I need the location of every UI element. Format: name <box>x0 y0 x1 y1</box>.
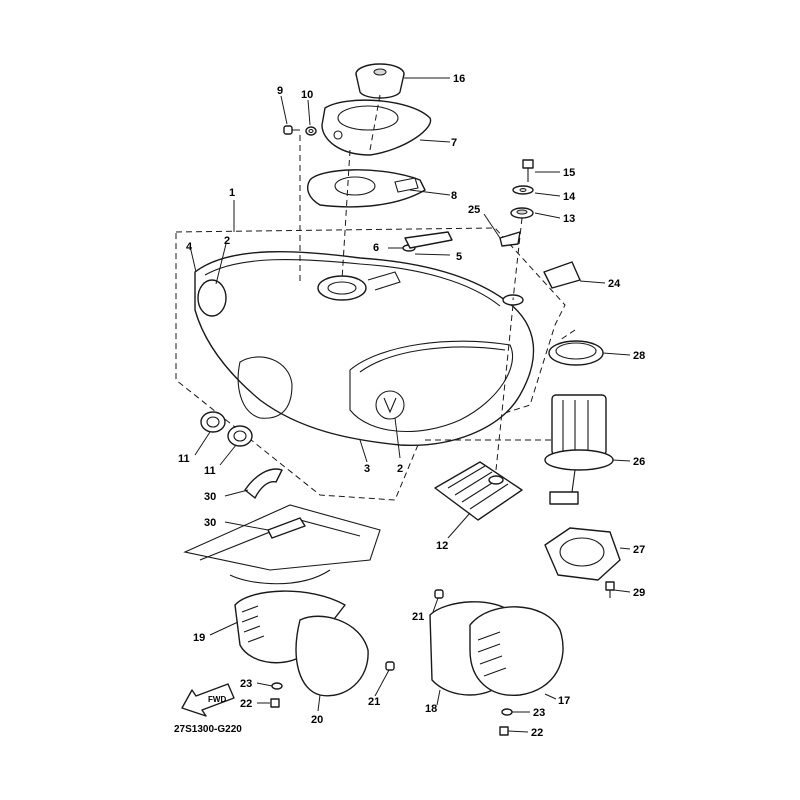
callout-6: 6 <box>373 242 379 254</box>
callout-26: 26 <box>633 456 645 468</box>
part-13-grommet <box>510 207 534 219</box>
part-14-washer <box>512 185 534 195</box>
callout-15: 15 <box>563 167 575 179</box>
callout-8: 8 <box>451 190 457 202</box>
part-19-left-housing <box>234 590 346 664</box>
callout-3: 3 <box>364 463 370 475</box>
callout-25: 25 <box>468 204 480 216</box>
part-25-pad <box>499 231 521 247</box>
callout-20: 20 <box>311 714 323 726</box>
callout-11-upper: 11 <box>178 453 190 465</box>
part-28-ring <box>548 340 604 366</box>
part-24-pad <box>543 261 581 289</box>
leader-lines <box>189 77 631 733</box>
callout-24: 24 <box>608 278 621 290</box>
callout-21-left: 21 <box>368 696 380 708</box>
fuel-tank <box>194 250 535 447</box>
assembly-boundary <box>175 227 566 501</box>
callout-4: 4 <box>186 241 193 253</box>
callout-19: 19 <box>193 632 205 644</box>
part-23-washer-right <box>501 708 513 716</box>
callout-23-right: 23 <box>533 707 545 719</box>
part-23-washer-left <box>271 682 283 690</box>
callout-11-lower: 11 <box>204 465 216 477</box>
part-9-screw <box>283 125 300 135</box>
callout-5: 5 <box>456 251 462 263</box>
part-11-cap-a <box>200 411 226 433</box>
part-12-damper <box>434 461 523 521</box>
callout-12: 12 <box>436 540 448 552</box>
part-21-screw-right <box>434 589 444 599</box>
callout-23-left: 23 <box>240 678 252 690</box>
callout-27: 27 <box>633 544 645 556</box>
part-7-cover <box>321 99 432 156</box>
callout-14: 14 <box>563 191 576 203</box>
part-16-cap <box>355 63 405 99</box>
part-21-screw-left <box>385 661 395 671</box>
part-11-cap-b <box>227 425 253 447</box>
callout-30-upper: 30 <box>204 491 216 503</box>
part-22-bolt-right <box>499 726 509 736</box>
callout-22-left: 22 <box>240 698 252 710</box>
callout-2-upper: 2 <box>224 235 230 247</box>
callout-9: 9 <box>277 85 283 97</box>
diagram-code: 27S1300-G220 <box>174 724 242 735</box>
callout-17: 17 <box>558 695 570 707</box>
part-10-washer <box>305 126 317 136</box>
part-17-right-cover <box>469 606 564 696</box>
callout-13: 13 <box>563 213 575 225</box>
callout-10: 10 <box>301 89 313 101</box>
part-29-bolt <box>605 581 615 598</box>
callout-22-right: 22 <box>531 727 543 739</box>
callout-1: 1 <box>229 187 235 199</box>
part-15-bolt <box>522 159 534 182</box>
callout-29: 29 <box>633 587 645 599</box>
part-22-bolt-left <box>270 698 280 708</box>
callout-21-right: 21 <box>412 611 424 623</box>
callout-18: 18 <box>425 703 437 715</box>
part-26-fuel-pump <box>544 394 614 505</box>
callouts: 1 2 2 3 4 5 6 7 8 9 10 11 11 12 13 14 15… <box>178 73 645 739</box>
part-8-plate <box>307 169 426 208</box>
callout-16: 16 <box>453 73 465 85</box>
callout-30-lower: 30 <box>204 517 216 529</box>
callout-7: 7 <box>451 137 457 149</box>
callout-28: 28 <box>633 350 645 362</box>
part-30-frame-hose <box>183 468 381 585</box>
part-27-gasket-plate <box>544 527 621 581</box>
part-5-strip <box>404 231 453 249</box>
forward-arrow-icon: FWD <box>181 683 235 717</box>
fwd-label: FWD <box>208 695 226 704</box>
part-20-left-cover <box>295 615 369 697</box>
callout-2-lower: 2 <box>397 463 403 475</box>
